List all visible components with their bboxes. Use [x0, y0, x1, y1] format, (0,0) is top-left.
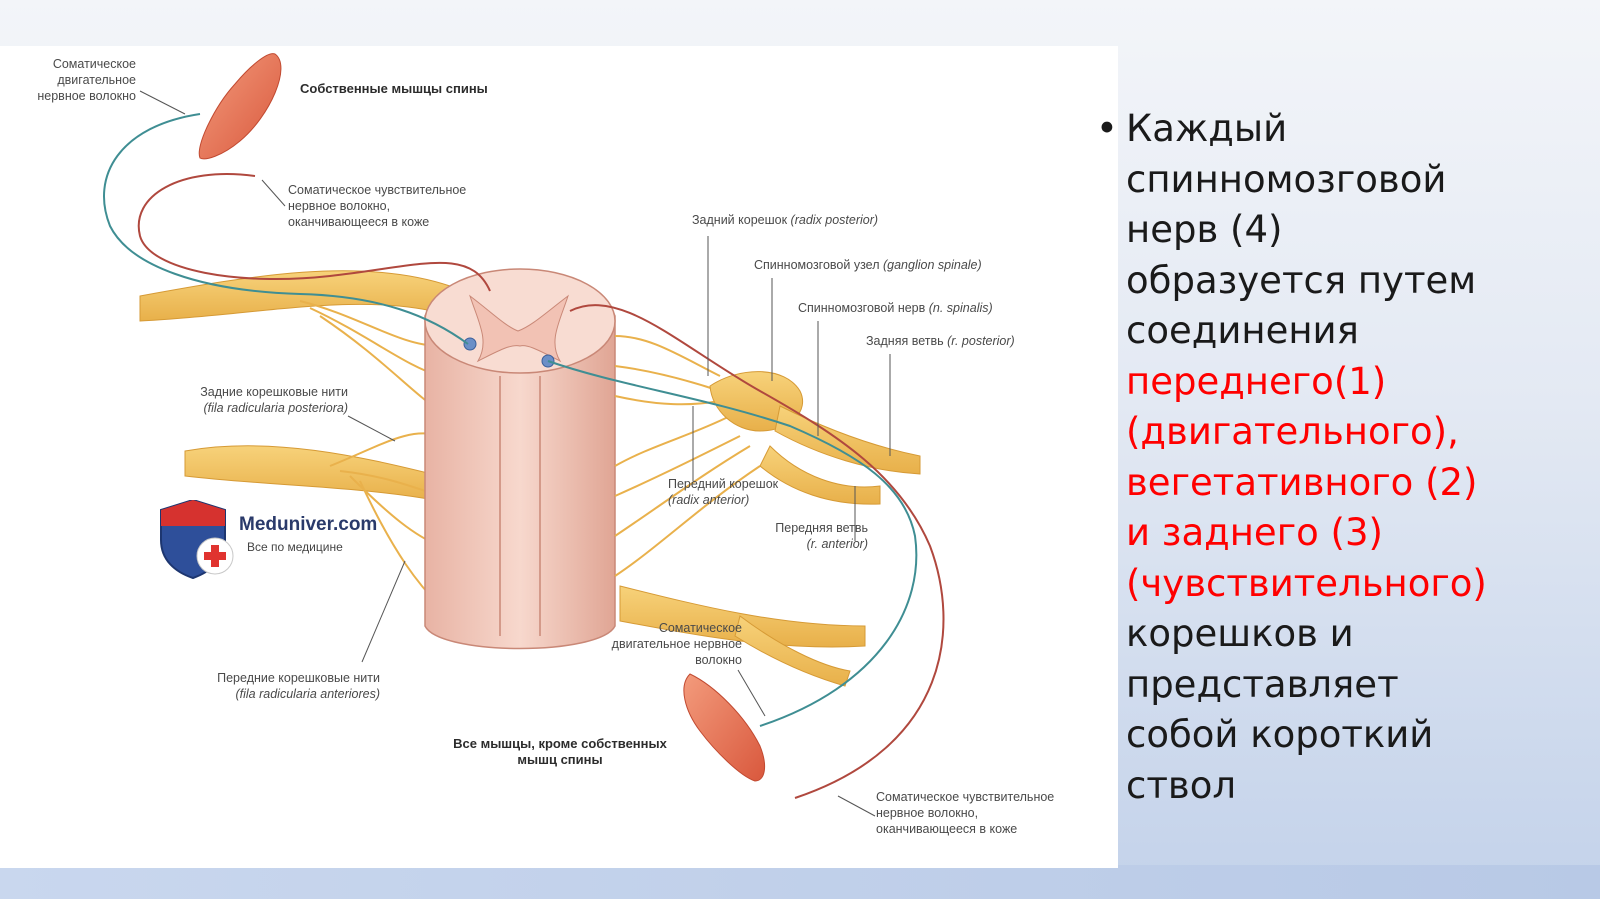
bullet-line: представляет [1126, 662, 1399, 706]
label-somatic-motor-fiber-top: Соматическое двигательное нервное волокн… [37, 57, 136, 103]
bullet-text-panel: • Каждый спинномозговой нерв (4) образуется… [1096, 104, 1586, 811]
shield-icon [160, 500, 234, 580]
motor-fiber-bottom [547, 360, 918, 727]
bullet-line: и заднего (3) [1126, 511, 1383, 554]
bullet-icon: • [1096, 107, 1118, 150]
bullet-line: соединения [1126, 309, 1359, 352]
label-somatic-motor-fiber-bottom: Соматическое двигательное нервное волокн… [611, 621, 742, 667]
label-spinal-nerve: Спинномозговой нерв (n. spinalis) [798, 301, 993, 315]
lower-right-trunk [619, 585, 866, 648]
bullet-line: переднего(1) [1126, 359, 1387, 403]
grey-matter [469, 294, 569, 363]
bullet-line: спинномозговой [1126, 157, 1447, 201]
bullet-line: (чувствительного) [1126, 561, 1487, 605]
bullet-text: Каждый спинномозговой нерв (4) образуется п… [1126, 104, 1586, 811]
anterior-branch [759, 445, 881, 505]
spinal-nerve-diagram: Соматическое двигательное нервное волокн… [0, 46, 1118, 868]
label-anterior-rootlets: Передние корешковые нити(fila radiculari… [217, 671, 380, 701]
label-spinal-ganglion: Спинномозговой узел (ganglion spinale) [754, 258, 982, 272]
label-posterior-rootlets: Задние корешковые нити(fila radicularia … [200, 385, 348, 415]
slide-bottom-band [0, 865, 1600, 899]
label-posterior-root: Задний корешок (radix posterior) [692, 213, 879, 227]
bullet-line: Каждый [1126, 107, 1288, 150]
logo-tagline: Все по медицине [247, 540, 343, 554]
back-muscle [198, 53, 282, 160]
bullet-line: собой короткий [1126, 713, 1434, 756]
label-anterior-root: Передний корешок(radix anterior) [668, 477, 779, 507]
spinal-cord-top [424, 268, 616, 374]
leader-lines [139, 90, 891, 817]
label-all-muscles-except: Все мышцы, кроме собственных мышц спины [453, 736, 667, 767]
limb-muscle [683, 673, 766, 782]
motor-fiber-top [103, 113, 469, 345]
label-anterior-branch: Передняя ветвь(r. anterior) [775, 521, 868, 551]
right-rootlets [614, 335, 761, 577]
sensory-fiber-top [137, 173, 491, 292]
label-own-back-muscles: Собственные мышцы спины [300, 81, 488, 96]
sensory-fiber-bottom [569, 304, 945, 799]
bullet-line: вегетативного (2) [1126, 460, 1478, 504]
meduniver-logo: Meduniver.com Все по медицине [155, 500, 405, 580]
bullet-line: образуется путем [1126, 258, 1477, 302]
label-somatic-sensory-fiber-top: Соматическое чувствительное нервное воло… [288, 183, 467, 229]
bullet-line: ствол [1126, 763, 1236, 807]
spinal-nerve-trunk [774, 405, 921, 475]
bullet-line: корешков и [1126, 612, 1354, 655]
label-posterior-branch: Задняя ветвь (r. posterior) [866, 334, 1015, 348]
bullet-line: (двигательного), [1126, 410, 1459, 453]
diagram-art [103, 53, 945, 817]
left-anterior-trunk [184, 445, 441, 502]
bullet-line: нерв (4) [1126, 208, 1283, 251]
logo-name: Meduniver.com [239, 514, 378, 535]
label-somatic-sensory-fiber-bottom: Соматическое чувствительное нервное воло… [876, 790, 1055, 836]
